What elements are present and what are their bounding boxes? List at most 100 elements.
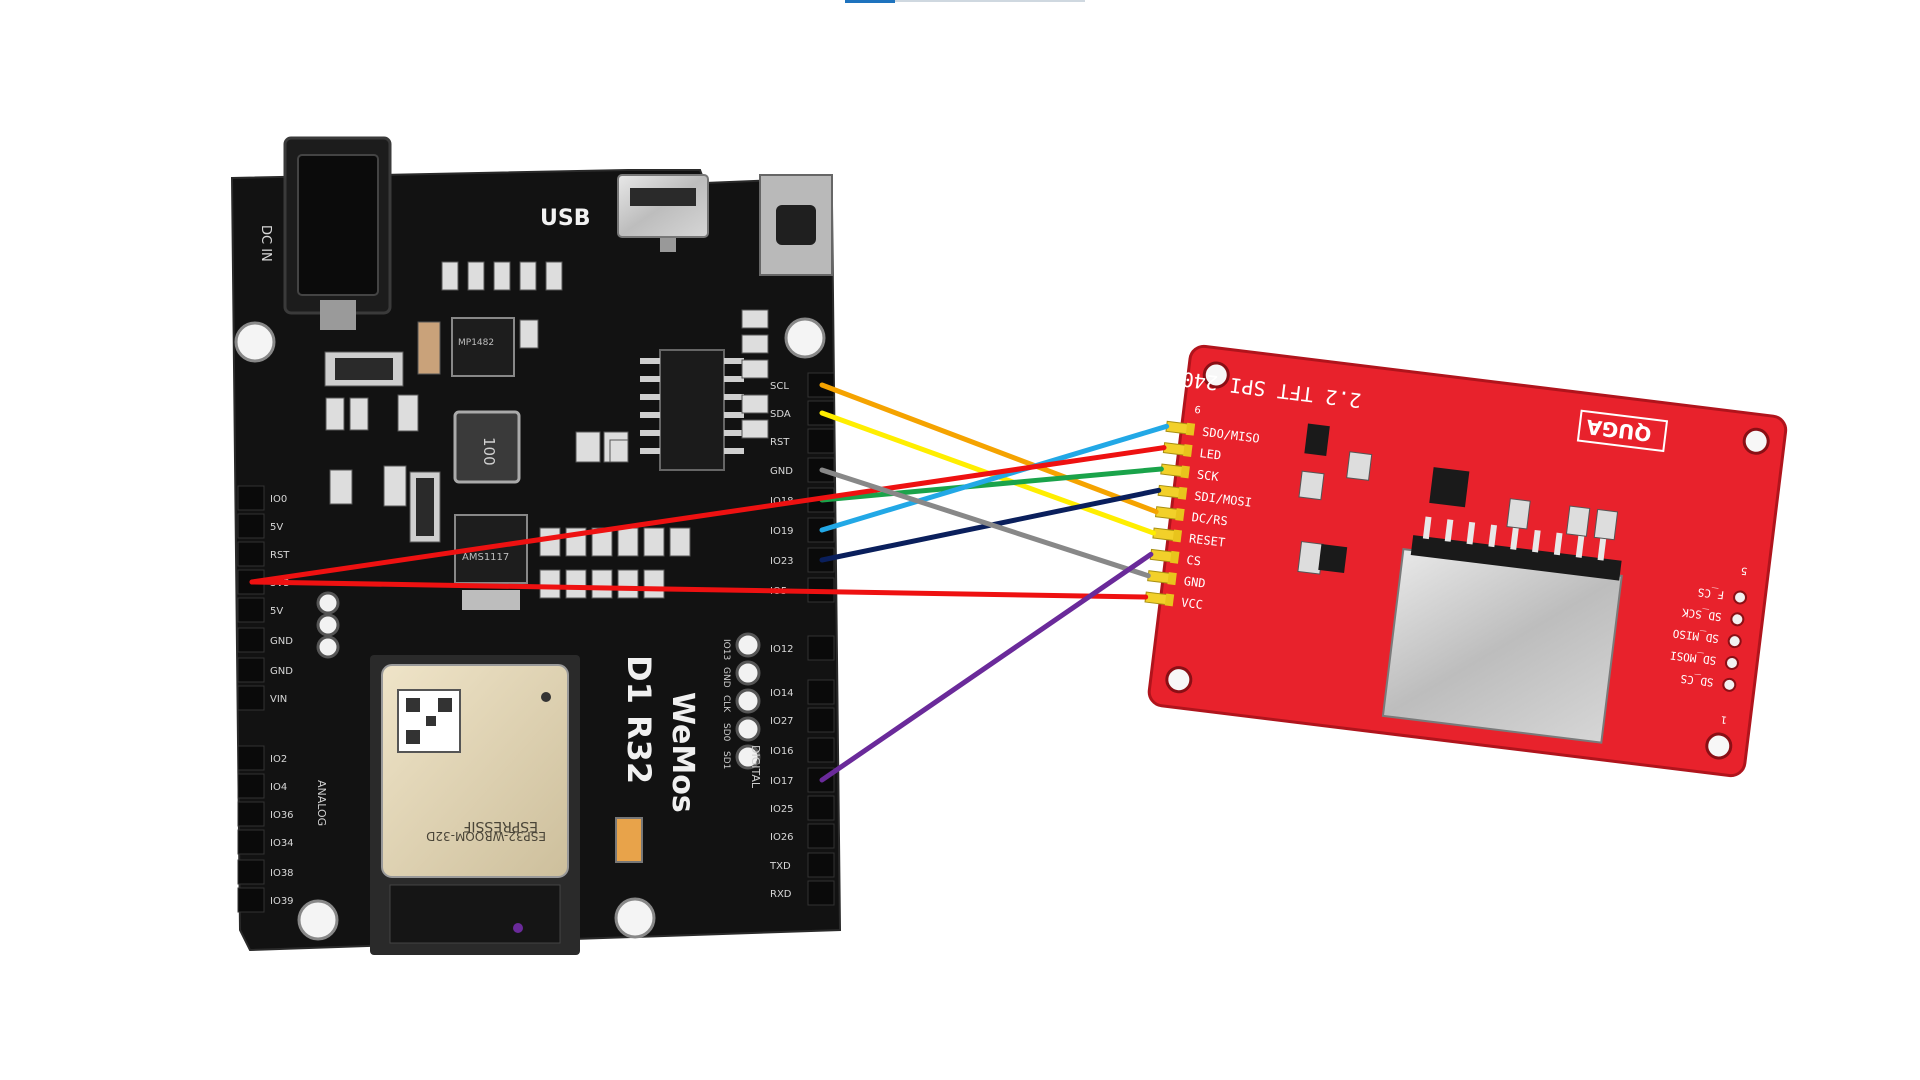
right-pin-socket [807,737,835,763]
wires [249,382,1170,783]
tft-pin-base [1167,572,1177,586]
left-pin-socket [237,541,265,567]
tft-display-module: 2.2 TFT SPI 240X320 QUGA [1133,344,1788,778]
left-pin-label: GND [270,666,293,677]
module-text-1: ESPRESSIF [463,818,538,834]
sd-pin-pad [1733,590,1748,605]
right-pin-label: IO26 [770,832,794,843]
wire [819,467,1151,579]
top-edge-mark [845,0,1085,3]
right-pin-label: IO17 [770,776,794,787]
left-pin-label: IO34 [270,838,294,849]
digital-label: DIGITAL [749,745,762,789]
left-pin-socket [237,859,265,885]
left-pin-socket [237,657,265,683]
right-pin-socket [807,679,835,705]
usb-port [617,174,709,252]
tft-pin-label: SDI/MOSI [1194,489,1253,510]
right-pin-socket [807,635,835,661]
tft-pin-label: DC/RS [1191,510,1229,528]
dc-jack [283,136,392,330]
right-pin-socket [807,795,835,821]
small-components-right [609,309,769,463]
icsp-pad [316,613,340,637]
tft-pin-label: LED [1199,446,1222,463]
right-pin-socket [807,880,835,906]
right-pin-label: IO23 [770,556,794,567]
ldo-label: AMS1117 [462,552,509,563]
right-pin-label: IO19 [770,526,794,537]
right-pin-label: RXD [770,889,792,900]
inner-pin-pad [735,744,761,770]
inductor: 100 [453,410,521,484]
inner-pin-pad [735,632,761,658]
right-pin-label: IO25 [770,804,794,815]
tft-pin-base [1175,508,1185,522]
wire [249,579,1149,600]
left-pin-label: RST [270,550,290,561]
board-model: D1 R32 [620,655,658,784]
regulator-chip: MP1482 [451,317,515,377]
left-pin-socket [237,627,265,653]
right-pin-label: GND [770,466,793,477]
ldo-chip: AMS1117 [454,514,528,610]
right-pin-label: RST [770,437,790,448]
left-pin-socket [237,801,265,827]
sd-card-slot [1381,516,1623,744]
inner-pin-label: GND [721,667,731,688]
inner-pin-label: IO13 [721,639,731,660]
right-pin-label: IO27 [770,716,794,727]
esp32-module: ESPRESSIF ESP32-WROOM-32D [370,655,580,955]
sd-pin-label: SD_MISO [1672,627,1720,646]
tft-pin-label: SCK [1196,467,1220,484]
right-pin-label: SDA [770,409,791,420]
inner-pin-label: SD0 [721,723,731,742]
right-pin-label: SCL [770,381,789,392]
left-pin-header: IO05VRST3V35VGNDGNDVINIO2IO4IO36IO34IO38… [237,485,294,913]
left-pin-socket [237,685,265,711]
left-pin-socket [237,887,265,913]
left-pin-socket [237,597,265,623]
left-pin-label: 5V [270,606,283,617]
wire [819,466,1164,503]
analog-label: ANALOG [315,780,328,826]
tft-pin-base [1164,593,1175,607]
left-pin-label: IO0 [270,494,287,505]
sd-pin-label: SD_SCK [1681,606,1722,624]
tft-pin-label: VCC [1180,595,1203,612]
left-pin-socket [237,773,265,799]
sd-pin-pad [1722,677,1737,692]
left-pin-label: GND [270,636,293,647]
icsp-pad [316,635,340,659]
brand-logo: WeMos [665,692,700,813]
dc-label: DC IN [258,225,273,262]
sd-index-top: 5 [1740,564,1748,576]
tft-pin-base [1172,529,1183,543]
tft-pin-base [1180,465,1190,479]
sd-pin-pad [1724,655,1739,670]
tft-pin-header: 9SDO/MISOLEDSCKSDI/MOSIDC/RSRESETCSGNDVC… [1144,403,1260,612]
sd-pin-label: F_CS [1697,585,1725,601]
left-pin-label: IO39 [270,896,294,907]
right-pin-socket [807,823,835,849]
sd-index-bottom: 1 [1720,713,1728,725]
right-pin-label: TXD [769,861,791,872]
left-pin-socket [237,829,265,855]
wire [249,445,1167,585]
inner-pin-pad [735,716,761,742]
sd-pin-pad [1727,634,1742,649]
usb-label: USB [540,206,590,231]
esp32-board: DC IN USB [230,136,842,955]
inner-pin-pad [735,688,761,714]
wire [819,423,1170,533]
inner-pin-pad [735,660,761,686]
sd-pin-label: SD_CS [1680,672,1714,689]
smd-components [324,261,629,543]
left-pin-label: VIN [270,694,287,705]
mounting-holes [234,317,826,941]
tft-pin-base [1170,550,1180,564]
